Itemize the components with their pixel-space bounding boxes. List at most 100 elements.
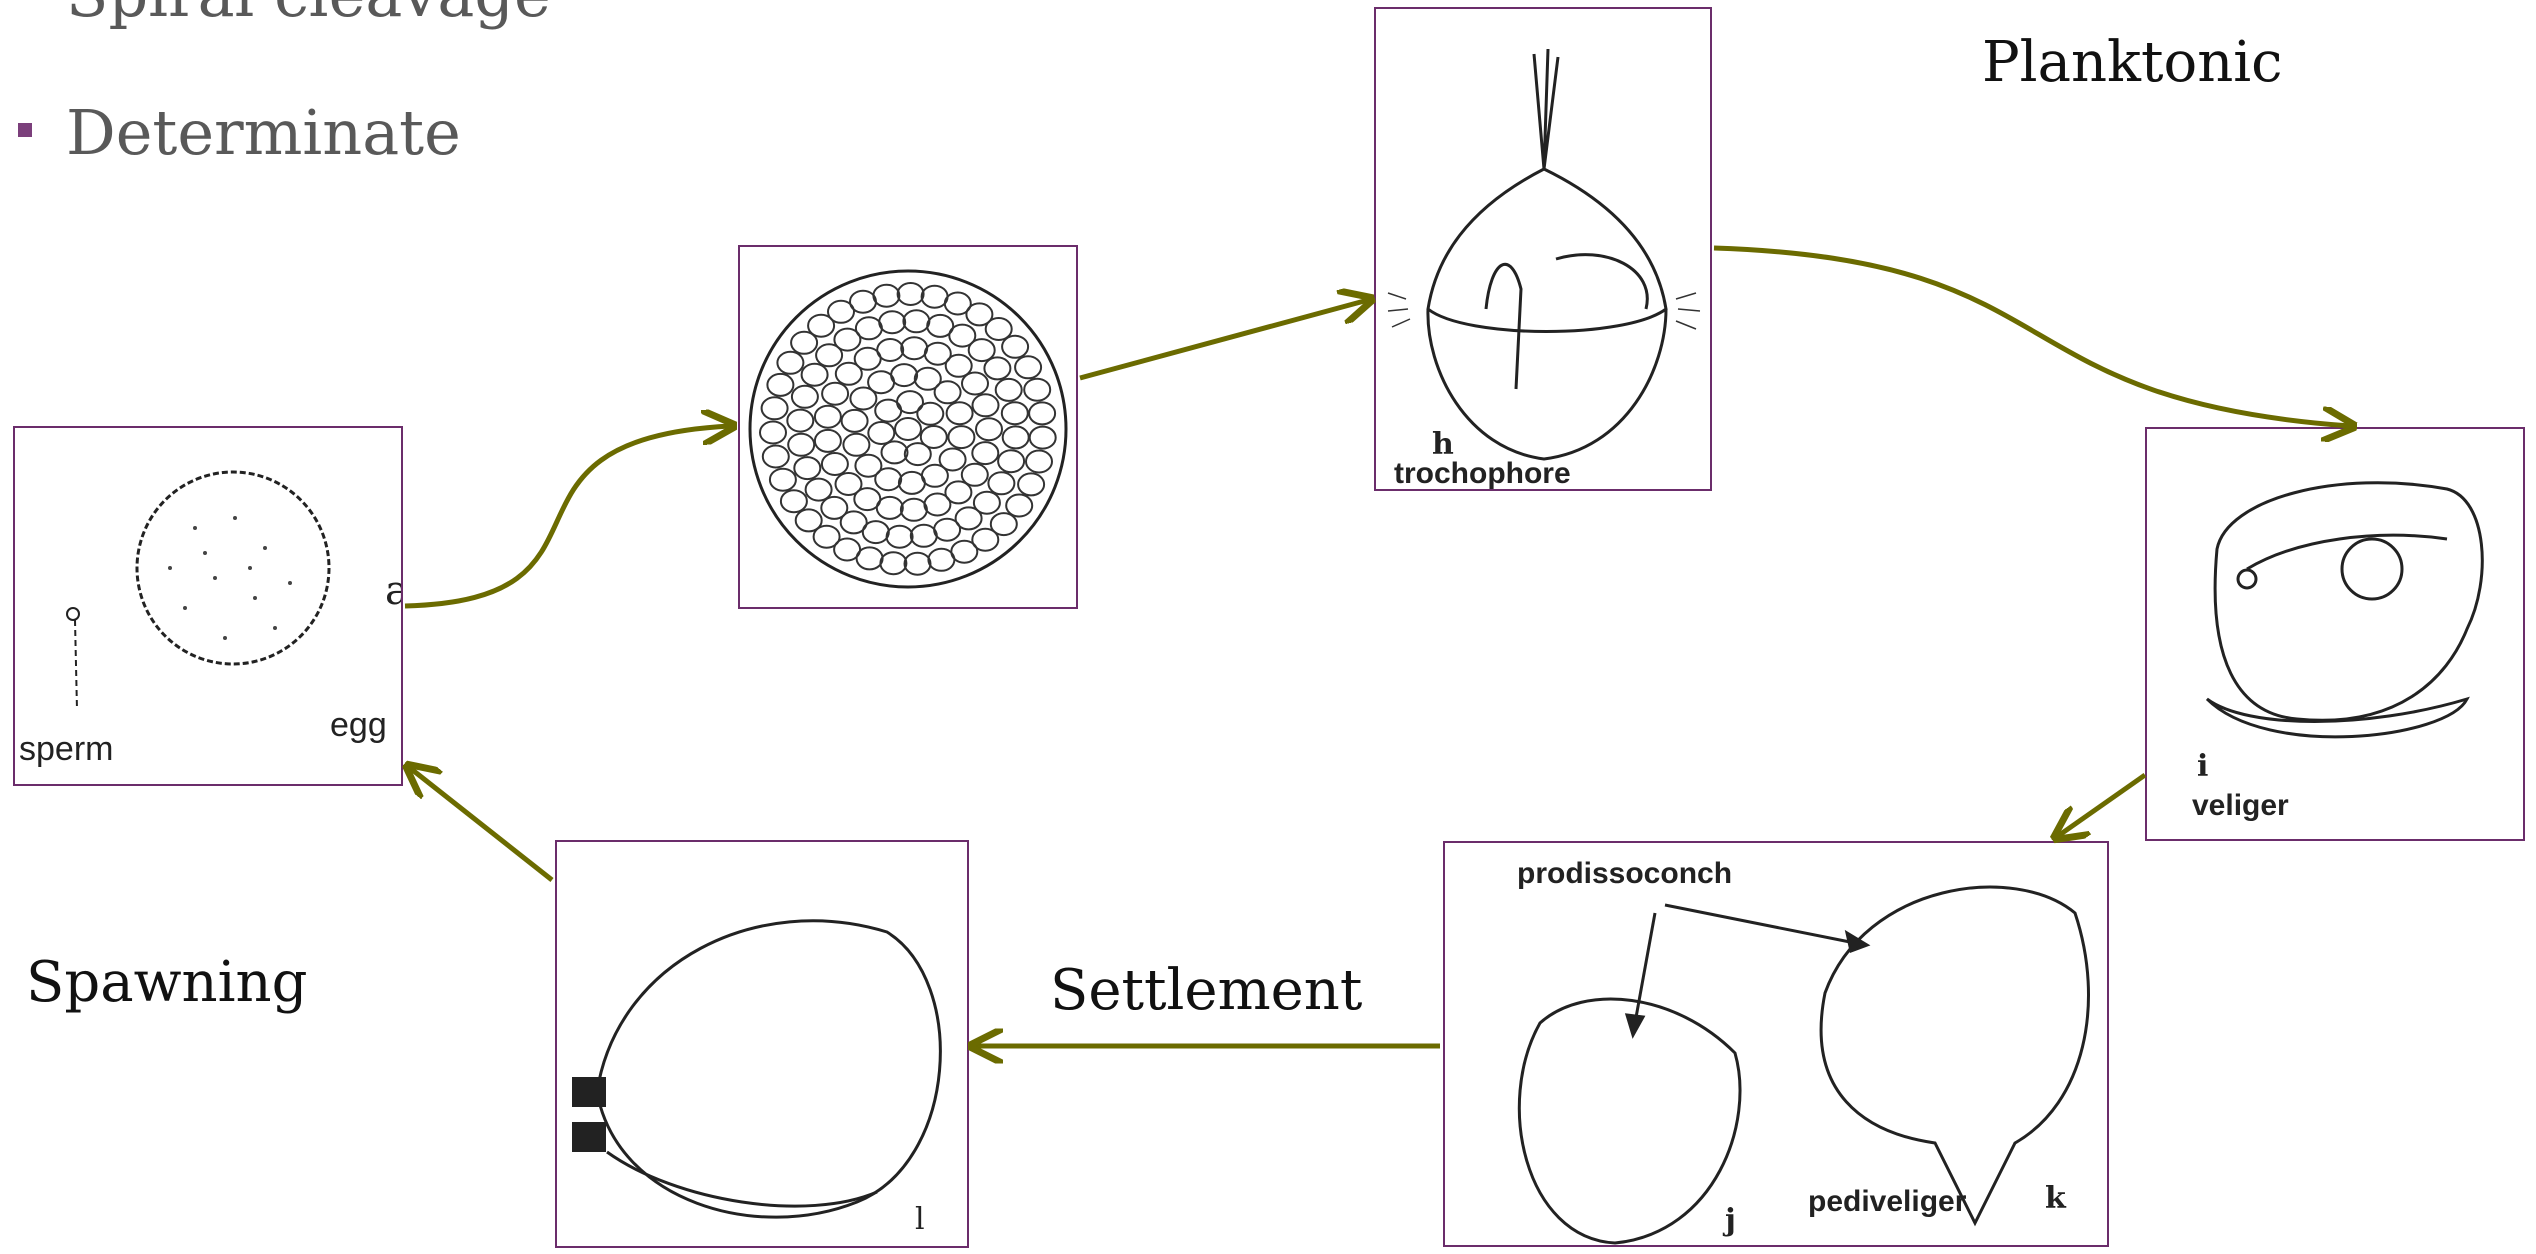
blastomere-cell	[873, 285, 899, 307]
arrow-juvenile-to-egg	[410, 768, 552, 880]
blastomere-cell	[781, 490, 807, 512]
trochophore-panel: h trochophore	[1374, 7, 1712, 491]
blastomere-cell	[996, 379, 1022, 401]
blastomere-cell	[905, 553, 931, 575]
blastomere-cell	[815, 406, 841, 428]
blastomere-cell	[822, 453, 848, 475]
blastomere-cell	[901, 499, 927, 521]
blastomere-cell	[962, 464, 988, 486]
blastomere-cell	[836, 473, 862, 495]
blastomere-cell	[898, 283, 924, 305]
trochophore-illustration	[1376, 9, 1712, 491]
stage-letter-l: l	[915, 1202, 925, 1237]
settlement-label: Settlement	[1050, 958, 1362, 1023]
blastula-illustration	[740, 247, 1078, 609]
blastomere-cell	[880, 552, 906, 574]
arrow-blastula-to-trochophore	[1080, 300, 1368, 378]
blastomere-cell	[855, 455, 881, 477]
blastomere-cell	[760, 422, 786, 444]
blastomere-cell	[1006, 495, 1032, 517]
blastomere-cell	[806, 479, 832, 501]
blastomere-cell	[988, 472, 1014, 494]
veliger-panel: i veliger	[2145, 427, 2525, 841]
stage-letter-i: i	[2197, 749, 2208, 784]
blastomere-cell	[770, 469, 796, 491]
juvenile-illustration	[557, 842, 969, 1248]
blastomere-cell	[879, 311, 905, 333]
sperm-illustration	[67, 608, 79, 710]
blastomere-cell	[928, 549, 954, 571]
blastomere-cell	[973, 394, 999, 416]
prodissoconch-caption: prodissoconch	[1517, 857, 1732, 891]
blastomere-cell	[856, 317, 882, 339]
pediveliger-panel: prodissoconch j pediveliger k	[1443, 841, 2109, 1247]
bullet-item: Spiral cleavage	[18, 0, 551, 31]
bullet-text: Spiral cleavage	[66, 0, 551, 31]
blastomere-cell	[815, 430, 841, 452]
blastomere-cell	[972, 442, 998, 464]
blastomere-cell	[895, 418, 921, 440]
blastomere-cell	[905, 443, 931, 465]
blastomere-cell	[868, 422, 894, 444]
pediveliger-caption: pediveliger	[1808, 1185, 1966, 1219]
blastomere-cell	[1003, 426, 1029, 448]
blastomere-cell	[822, 383, 848, 405]
blastomere-cell	[882, 441, 908, 463]
blastomere-cell	[924, 494, 950, 516]
blastomere-cell	[802, 364, 828, 386]
blastomere-cell	[1002, 402, 1028, 424]
blastomere-cell	[762, 397, 788, 419]
blastomere-cell	[976, 418, 1002, 440]
arrow-trochophore-to-veliger	[1714, 248, 2350, 426]
blastomere-cell	[948, 426, 974, 448]
blastomere-cell	[899, 472, 925, 494]
bullet-text: Determinate	[66, 96, 461, 169]
blastomere-cell	[1015, 356, 1041, 378]
stage-letter-a: a	[385, 568, 403, 614]
blastomere-cell	[887, 526, 913, 548]
blastula-panel	[738, 245, 1078, 609]
stage-letter-k: k	[2045, 1181, 2066, 1216]
veliger-caption: veliger	[2192, 789, 2289, 823]
blastomere-cell	[998, 450, 1024, 472]
sperm-caption: sperm	[19, 730, 113, 769]
blastomere-cell	[1002, 336, 1028, 358]
blastomere-cell	[947, 402, 973, 424]
gametes-panel: sperm egg a	[13, 426, 403, 786]
blastomere-cell	[850, 291, 876, 313]
egg-caption: egg	[330, 706, 387, 745]
blastomere-cell	[787, 410, 813, 432]
blastomere-cell	[1018, 473, 1044, 495]
juvenile-panel: l	[555, 840, 969, 1248]
blastomere-cell	[1026, 451, 1052, 473]
trochophore-caption: trochophore	[1394, 457, 1571, 491]
blastomere-cell	[877, 339, 903, 361]
stage-letter-j: j	[1725, 1203, 1736, 1238]
blastomere-cell	[788, 434, 814, 456]
blastomere-cell	[891, 364, 917, 386]
blastomere-cell	[922, 286, 948, 308]
blastomere-cell	[1029, 402, 1055, 424]
blastomere-cell	[1030, 427, 1056, 449]
arrow-veliger-to-pediveliger	[2058, 775, 2145, 836]
blastomere-cell	[767, 374, 793, 396]
bullet-item: Determinate	[18, 96, 461, 169]
blastomere-cell	[935, 381, 961, 403]
blastomere-cell	[917, 403, 943, 425]
blastomere-cell	[792, 386, 818, 408]
blastomere-cell	[796, 509, 822, 531]
blastomere-cell	[984, 357, 1010, 379]
blastomere-cell	[901, 337, 927, 359]
bullet-marker	[18, 123, 32, 137]
blastomere-cell	[1024, 379, 1050, 401]
blastomere-cell	[956, 507, 982, 529]
planktonic-label: Planktonic	[1982, 30, 2283, 95]
blastomere-cell	[911, 525, 937, 547]
arrow-egg-to-blastula	[405, 426, 730, 606]
blastomere-cell	[794, 457, 820, 479]
blastomere-cell	[763, 446, 789, 468]
blastomere-cell	[843, 434, 869, 456]
blastomere-cell	[842, 410, 868, 432]
blastomere-cell	[903, 310, 929, 332]
spawning-label: Spawning	[26, 950, 307, 1015]
